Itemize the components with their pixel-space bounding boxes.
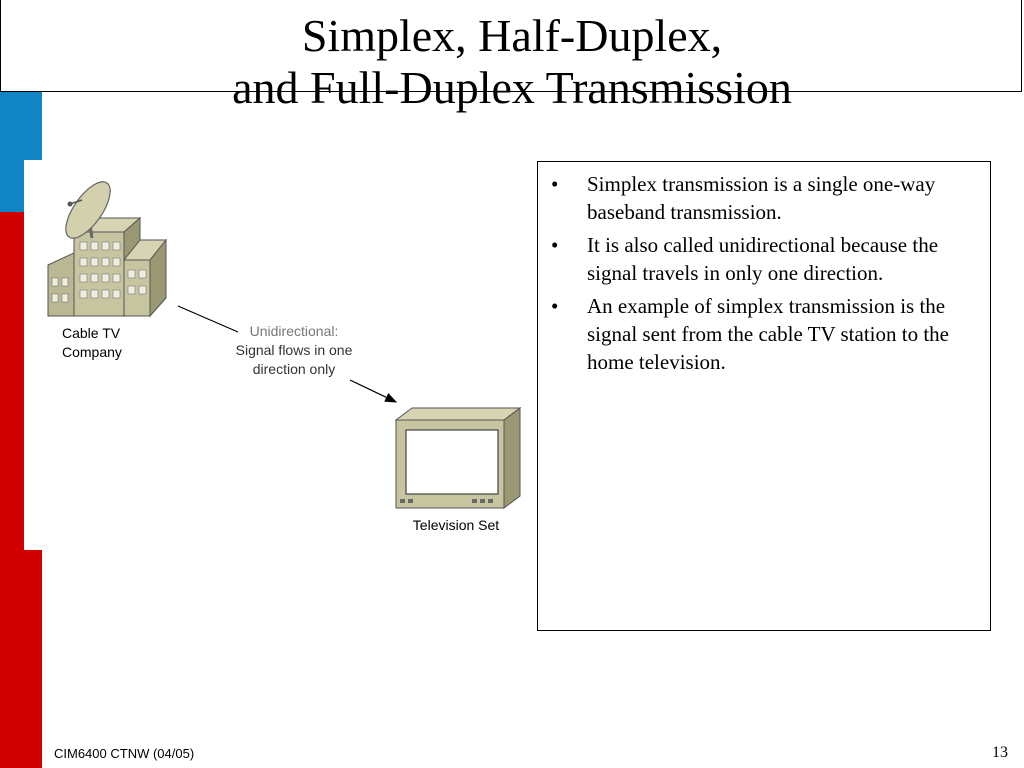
television-icon [394, 407, 522, 509]
bullet-text: Simplex transmission is a single one-way… [587, 172, 936, 224]
bullet-dot: • [551, 172, 559, 196]
slide-title: Simplex, Half-Duplex, and Full-Duplex Tr… [0, 10, 1024, 114]
page-number: 13 [992, 744, 1008, 761]
bullet-dot: • [551, 294, 559, 318]
title-line-1: Simplex, Half-Duplex, [301, 10, 723, 61]
left-accent-bar-red-lower [0, 550, 42, 768]
bullet-item: • An example of simplex transmission is … [548, 292, 980, 376]
bullet-list: • Simplex transmission is a single one-w… [538, 162, 990, 376]
bullet-item: • It is also called unidirectional becau… [548, 231, 980, 287]
signal-label-line-1: Unidirectional: [249, 323, 339, 339]
title-line-2: and Full-Duplex Transmission [232, 62, 792, 113]
cable-tv-label: Cable TV Company [62, 324, 122, 362]
bullet-item: • Simplex transmission is a single one-w… [548, 170, 980, 226]
arrow-icon [177, 305, 398, 403]
footer-course: CIM6400 CTNW (04/05) [54, 746, 195, 761]
diagram-graphics [47, 181, 522, 509]
signal-label-line-2: Signal flows in one [235, 342, 353, 358]
cable-tv-label-line-1: Cable TV [62, 325, 121, 341]
title-frame [0, 0, 1022, 92]
satellite-dish-icon [65, 181, 111, 239]
signal-direction-label: Unidirectional: Signal flows in one dire… [224, 322, 364, 379]
television-label: Television Set [412, 517, 500, 533]
bullet-text: An example of simplex transmission is th… [587, 294, 949, 374]
left-accent-gap [24, 160, 42, 550]
simplex-diagram: Cable TV Company Unidirectional: Signal … [40, 170, 530, 550]
signal-label-line-3: direction only [252, 361, 336, 377]
bullet-text: It is also called unidirectional because… [587, 233, 939, 285]
building-icon [47, 216, 168, 318]
bullet-text-box: • Simplex transmission is a single one-w… [537, 161, 991, 631]
bullet-dot: • [551, 233, 559, 257]
cable-tv-label-line-2: Company [62, 344, 122, 360]
